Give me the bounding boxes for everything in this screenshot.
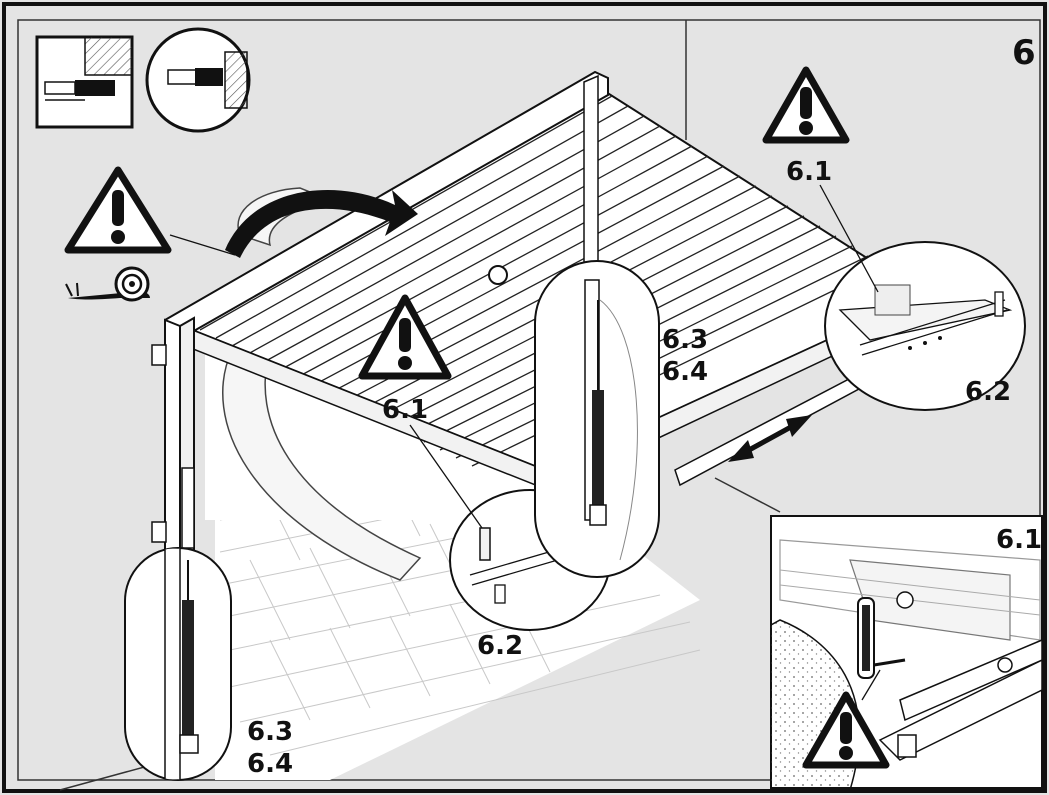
label-slide-rail-right: 6.2: [965, 377, 1011, 407]
label-spring-left-a: 6.3: [247, 717, 293, 747]
mounting-detail-circle-icon: [145, 27, 251, 133]
door-handle: [488, 265, 508, 285]
warning-triangle-icon: [64, 166, 172, 254]
warning-triangle-icon: [802, 691, 890, 769]
spring-detail-center: [534, 260, 660, 578]
slide-rail-detail-right: [824, 241, 1026, 411]
warning-triangle-icon: [358, 294, 452, 380]
label-warning-center: 6.1: [382, 395, 428, 425]
snail-slow-icon: [65, 266, 150, 302]
spring-housing: [181, 467, 195, 549]
label-spring-center-b: 6.4: [662, 357, 708, 387]
mounting-detail-square-icon: [35, 35, 134, 129]
warning-triangle-icon: [762, 66, 850, 144]
label-detail-inset: 6.1: [996, 525, 1042, 555]
floor-wall-line: [714, 477, 781, 513]
label-warning-top-right: 6.1: [786, 157, 832, 187]
label-slide-rail-bottom: 6.2: [477, 631, 523, 661]
label-spring-center-a: 6.3: [662, 325, 708, 355]
detail-inset-6-1: 6.1: [770, 515, 1043, 789]
frame-bracket: [151, 344, 167, 366]
frame-right-post: [583, 74, 599, 276]
step-number: 6: [1012, 33, 1036, 73]
frame-bracket: [151, 521, 167, 543]
panel-border: [17, 19, 1041, 781]
swing-path-strip: [222, 349, 422, 581]
spring-detail-left: [124, 547, 232, 781]
double-arrow-icon: [728, 415, 812, 462]
curved-arrow-icon: [225, 190, 418, 258]
label-spring-left-b: 6.4: [247, 749, 293, 779]
leader-lines: [169, 184, 879, 529]
